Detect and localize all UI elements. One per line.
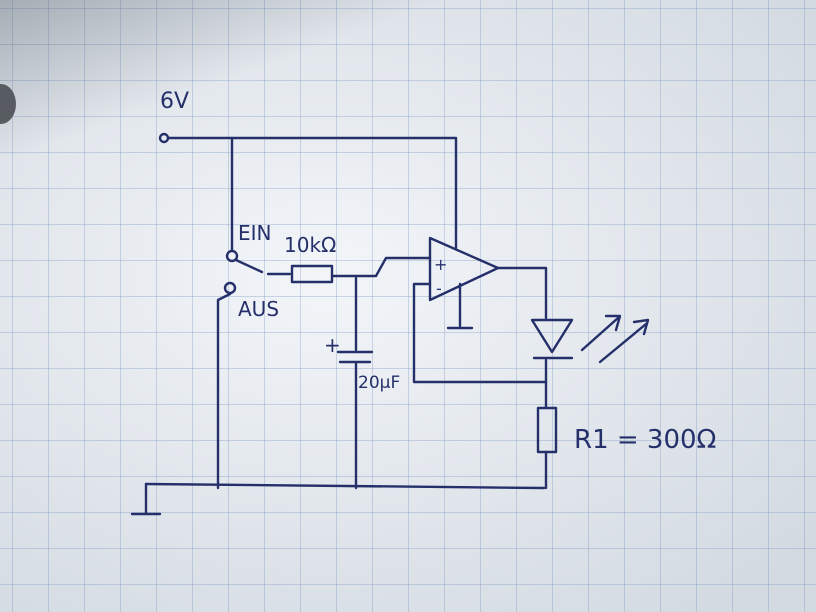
capacitor-label: 20µF bbox=[358, 373, 400, 393]
switch-off-label: AUS bbox=[238, 297, 279, 321]
switch-on-label: EIN bbox=[238, 221, 272, 245]
ground-symbol bbox=[130, 482, 162, 516]
switch-off-wire bbox=[216, 292, 232, 490]
opamp-output-wire bbox=[496, 266, 548, 320]
led-diode bbox=[530, 318, 574, 354]
capacitor-polarity-label: + bbox=[324, 333, 341, 357]
opamp-minus-label: - bbox=[436, 279, 442, 298]
led-light-arrow-2 bbox=[598, 318, 650, 364]
led-light-arrow-1 bbox=[580, 314, 622, 352]
supply-label: 6V bbox=[160, 89, 189, 114]
switch-contact-on bbox=[225, 249, 239, 263]
ground-rail bbox=[144, 482, 546, 490]
opamp-plus-label: + bbox=[434, 255, 447, 274]
resistor-r1 bbox=[536, 406, 558, 454]
binder-hole bbox=[0, 84, 16, 124]
opamp-symbol bbox=[428, 236, 500, 302]
resistor-10k bbox=[290, 264, 334, 284]
resistor-10k-label: 10kΩ bbox=[284, 233, 336, 257]
resistor-to-opamp-wire bbox=[330, 256, 432, 278]
resistor-r1-label: R1 = 300Ω bbox=[574, 425, 716, 455]
switch-contact-off bbox=[223, 281, 237, 295]
opamp-feedback-wire bbox=[412, 282, 548, 384]
supply-rail-wire bbox=[166, 136, 458, 250]
switch-lever bbox=[234, 258, 264, 274]
